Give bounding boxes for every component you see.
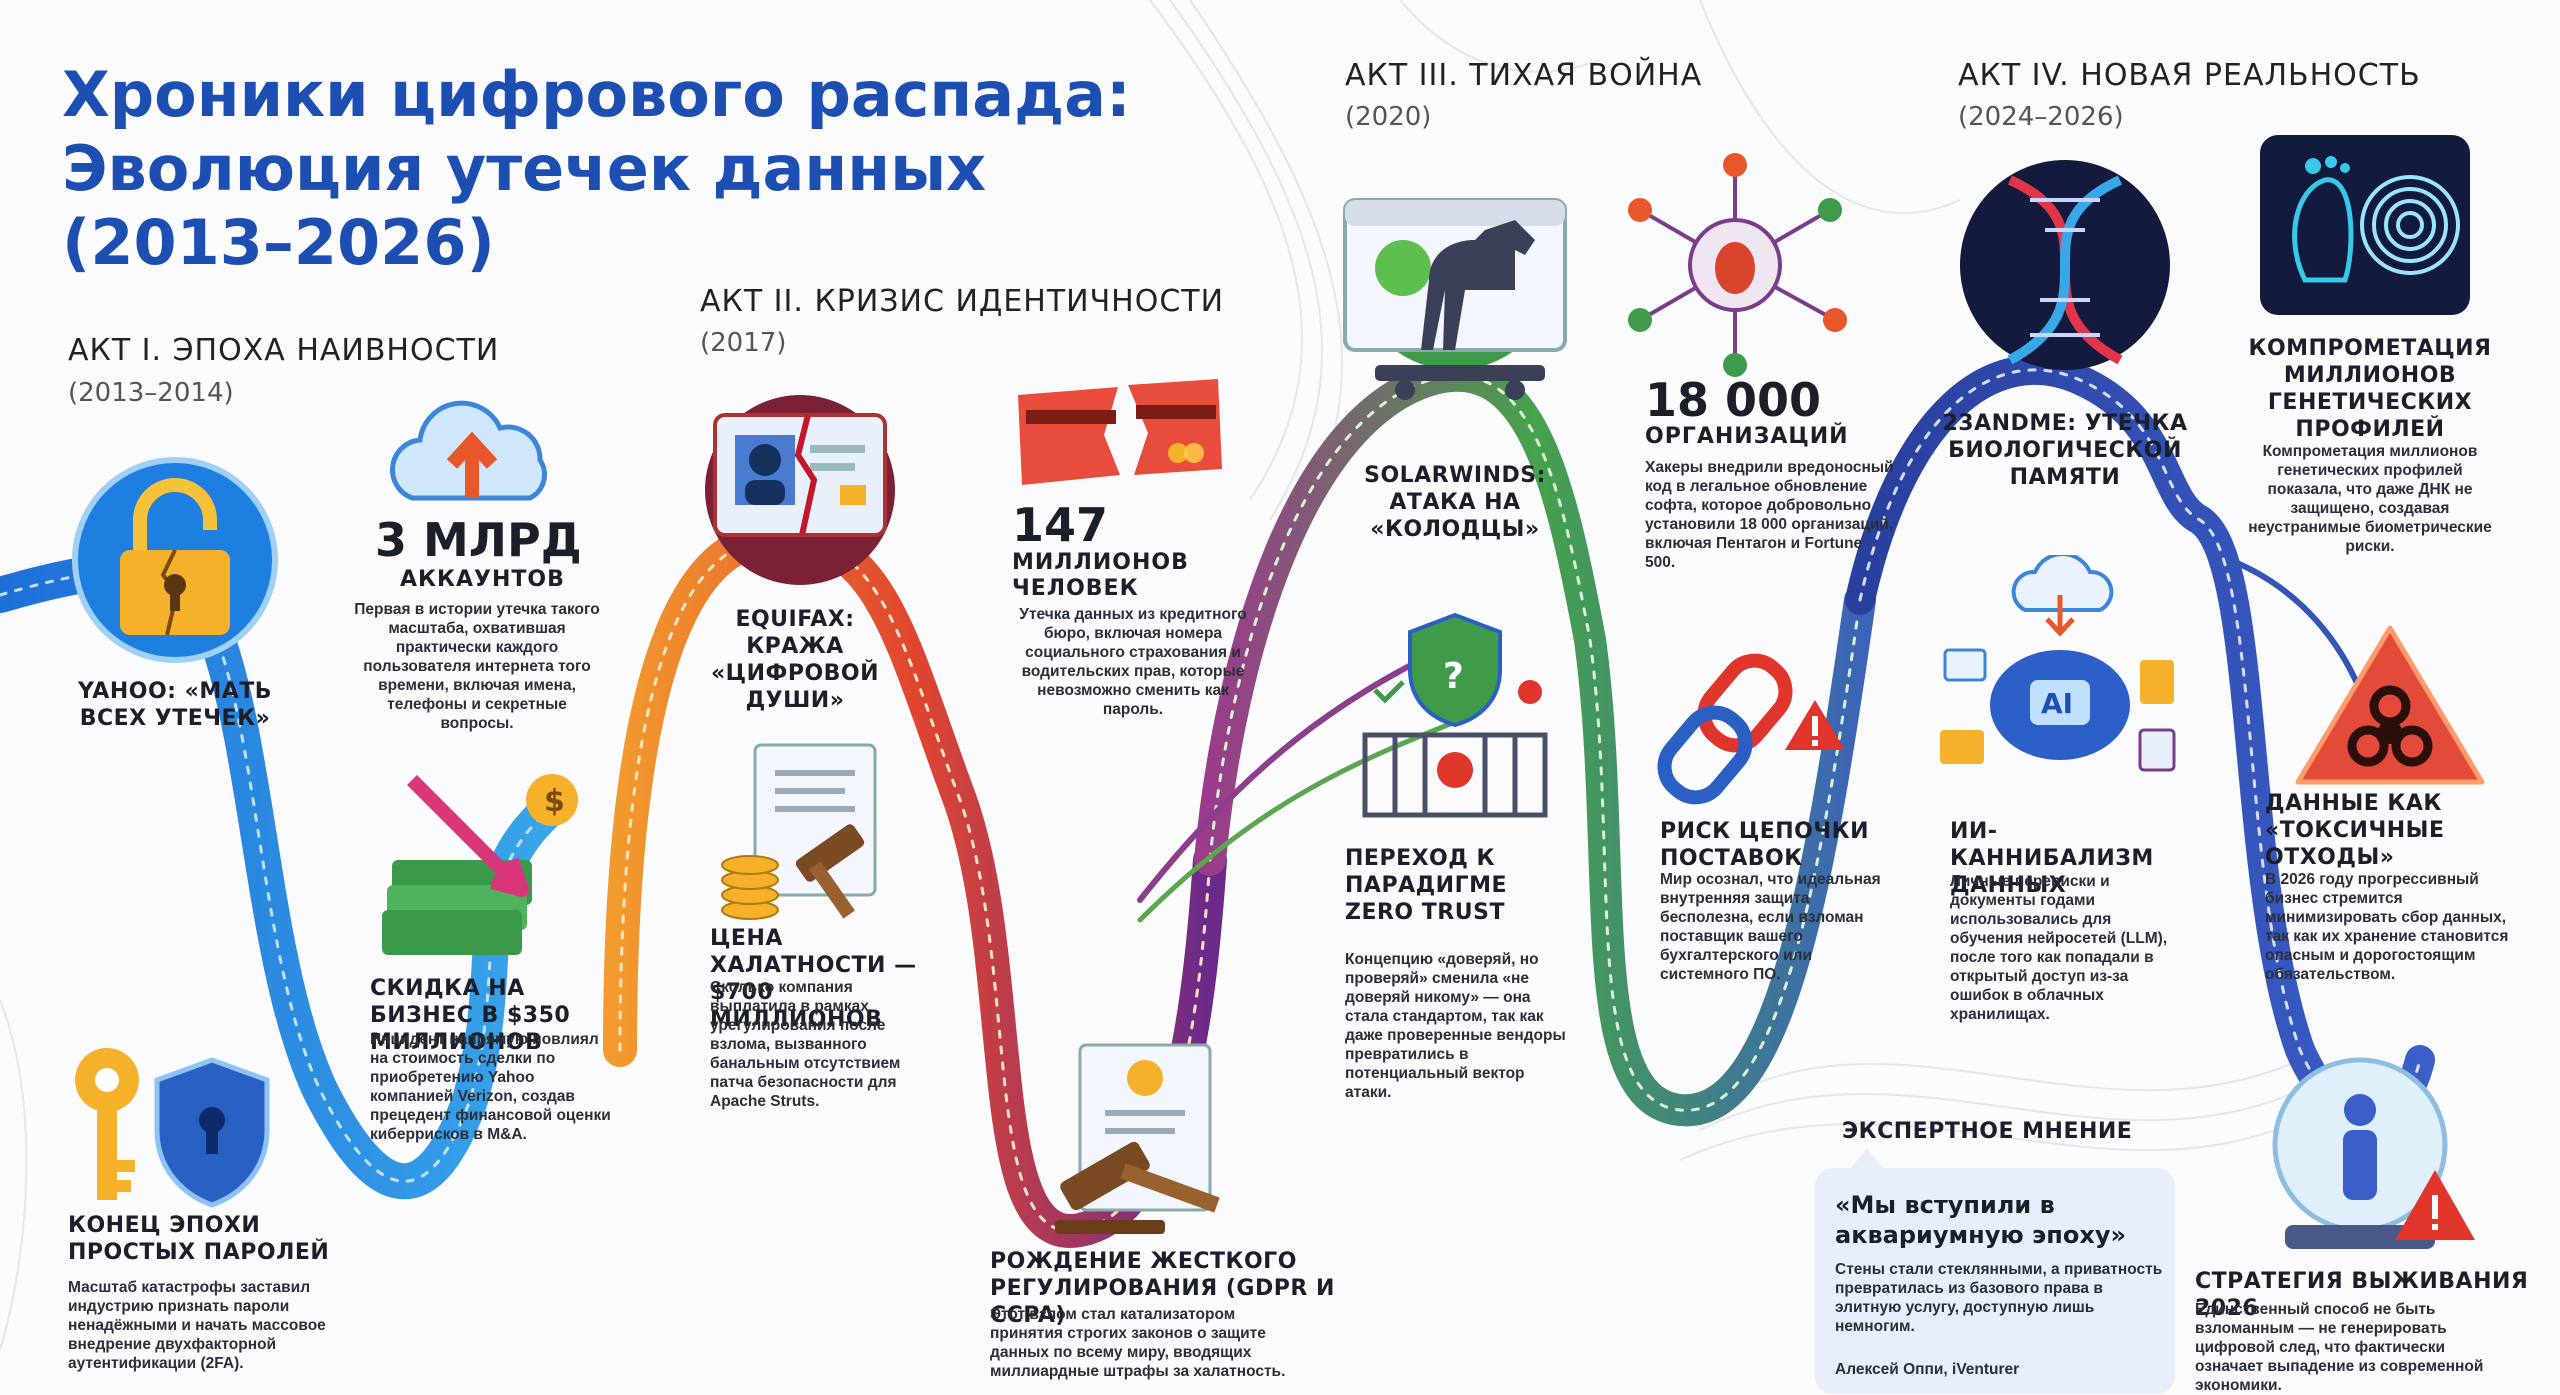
cloud-arrow-icon	[390, 400, 548, 501]
equifax-label: EQUIFAX: КРАЖА «ЦИФРОВОЙ ДУШИ»	[710, 607, 880, 713]
svg-text:$: $	[544, 784, 565, 819]
reg-text: Этот взлом стал катализатором принятия с…	[990, 1306, 1286, 1380]
survival-title: СТРАТЕГИЯ ВЫЖИВАНИЯ 2026	[2195, 1269, 2529, 1321]
passwords-text: Масштаб катастрофы заставил индустрию пр…	[68, 1279, 326, 1372]
biohazard-warning-icon	[2295, 625, 2485, 785]
svg-text:?: ?	[1443, 656, 1464, 697]
expert-quote-box: «Мы вступили в аквариумную эпоху» Стены …	[1815, 1148, 2175, 1394]
broken-chain-icon	[1657, 653, 1845, 805]
page-title: Хроники цифрового распада: Эволюция утеч…	[62, 58, 1222, 280]
trojan-horse-icon	[1343, 198, 1567, 400]
act-3-years: (2020)	[1345, 102, 1432, 132]
yahoo-label: YAHOO: «МАТЬ ВСЕХ УТЕЧЕК»	[77, 679, 273, 731]
bug-network-icon	[1628, 153, 1847, 377]
reg-title: РОЖДЕНИЕ ЖЕСТКОГО РЕГУЛИРОВАНИЯ (GDPR И …	[990, 1249, 1335, 1328]
act-3-title: АКТ III. ТИХАЯ ВОЙНА	[1345, 58, 1703, 93]
expert-quote: «Мы вступили в аквариумную эпоху»	[1835, 1191, 2126, 1249]
solarwinds-label: SOLARWINDS: АТАКА НА «КОЛОДЦЫ»	[1364, 463, 1546, 542]
stat-147: 147	[1012, 498, 1109, 552]
survival-text: Единственный способ не быть взломанным —…	[2195, 1301, 2484, 1394]
expert-label: ЭКСПЕРТНОЕ МНЕНИЕ	[1842, 1119, 2133, 1144]
supply-chain-text: Мир осознал, что идеальная внутренняя за…	[1660, 871, 1881, 983]
23andme-label: 23ANDME: УТЕЧКА БИОЛОГИЧЕСКОЙ ПАМЯТИ	[1942, 411, 2188, 490]
genetic-text: Компрометация миллионов генетических про…	[2248, 443, 2492, 555]
ai-brain-cloud-icon: AI	[1940, 555, 2176, 772]
ai-label: AI	[2041, 687, 2073, 720]
stat-3bn-text: Первая в истории утечка такого масштаба,…	[354, 601, 600, 732]
ai-cannibalism-text: Личные переписки и документы годами испо…	[1950, 873, 2168, 1023]
zero-trust-gate-icon: ?	[1362, 612, 1548, 818]
genetic-title: КОМПРОМЕТАЦИЯ МИЛЛИОНОВ ГЕНЕТИЧЕСКИХ ПРО…	[2248, 336, 2492, 442]
broken-id-card-icon	[705, 395, 895, 585]
glass-sphere-person-icon	[2272, 1057, 2475, 1249]
act-1-years: (2013–2014)	[68, 378, 234, 408]
broken-credit-card-icon	[1018, 379, 1222, 485]
money-down-arrow-icon: $	[382, 774, 578, 955]
discount-title: СКИДКА НА БИЗНЕС В $350 МИЛЛИОНОВ	[370, 976, 571, 1055]
zero-trust-title: ПЕРЕХОД К ПАРАДИГМЕ ZERO TRUST	[1345, 846, 1508, 925]
act-4-title: АКТ IV. НОВАЯ РЕАЛЬНОСТЬ	[1958, 58, 2421, 93]
stat-3bn: 3 МЛРД	[375, 513, 582, 567]
act-2-years: (2017)	[700, 328, 787, 358]
act-4-years: (2024–2026)	[1958, 102, 2124, 132]
fingerprint-footprint-icon	[2260, 135, 2470, 315]
stat-147-sub: МИЛЛИОНОВ ЧЕЛОВЕК	[1012, 550, 1189, 601]
title-line-3: (2013–2026)	[62, 206, 495, 279]
fine-title: ЦЕНА ХАЛАТНОСТИ — $700 МИЛЛИОНОВ	[710, 926, 917, 1032]
toxic-title: ДАННЫЕ КАК «ТОКСИЧНЫЕ ОТХОДЫ»	[2265, 791, 2445, 870]
zero-trust-text: Концепцию «доверяй, но проверяй» сменила…	[1345, 951, 1566, 1101]
gavel-coins-document-icon	[721, 743, 877, 920]
stat-3bn-sub: АККАУНТОВ	[400, 567, 565, 592]
dna-helix-icon	[1960, 160, 2170, 370]
title-line-2: Эволюция утечек данных	[62, 132, 987, 205]
fine-text: Сколько компания выплатила в рамках урег…	[710, 979, 901, 1110]
title-line-1: Хроники цифрового распада:	[62, 58, 1131, 131]
act-1-title: АКТ I. ЭПОХА НАИВНОСТИ	[68, 333, 500, 368]
gavel-document-icon	[1055, 1043, 1220, 1234]
key-shield-icon	[75, 1048, 270, 1208]
expert-author: Алексей Оппи, iVenturer	[1835, 1361, 2020, 1378]
supply-chain-title: РИСК ЦЕПОЧКИ ПОСТАВОК	[1660, 819, 1870, 871]
stat-18000-sub: ОРГАНИЗАЦИЙ	[1645, 424, 1849, 449]
stat-147-text: Утечка данных из кредитного бюро, включа…	[1019, 606, 1247, 718]
stat-18000-text: Хакеры внедрили вредоносный код в легаль…	[1645, 459, 1894, 571]
ai-cannibalism-title: ИИ-КАННИБАЛИЗМ ДАННЫХ	[1950, 819, 2154, 898]
discount-text: Инцидент напрямую повлиял на стоимость с…	[370, 1031, 611, 1143]
act-2-title: АКТ II. КРИЗИС ИДЕНТИЧНОСТИ	[700, 284, 1225, 319]
stat-18000: 18 000	[1645, 373, 1822, 427]
passwords-title: КОНЕЦ ЭПОХИ ПРОСТЫХ ПАРОЛЕЙ	[68, 1213, 330, 1265]
broken-padlock-icon	[72, 457, 278, 663]
expert-text: Стены стали стеклянными, а приватность п…	[1835, 1261, 2163, 1335]
toxic-text: В 2026 году прогрессивный бизнес стремит…	[2265, 871, 2509, 983]
